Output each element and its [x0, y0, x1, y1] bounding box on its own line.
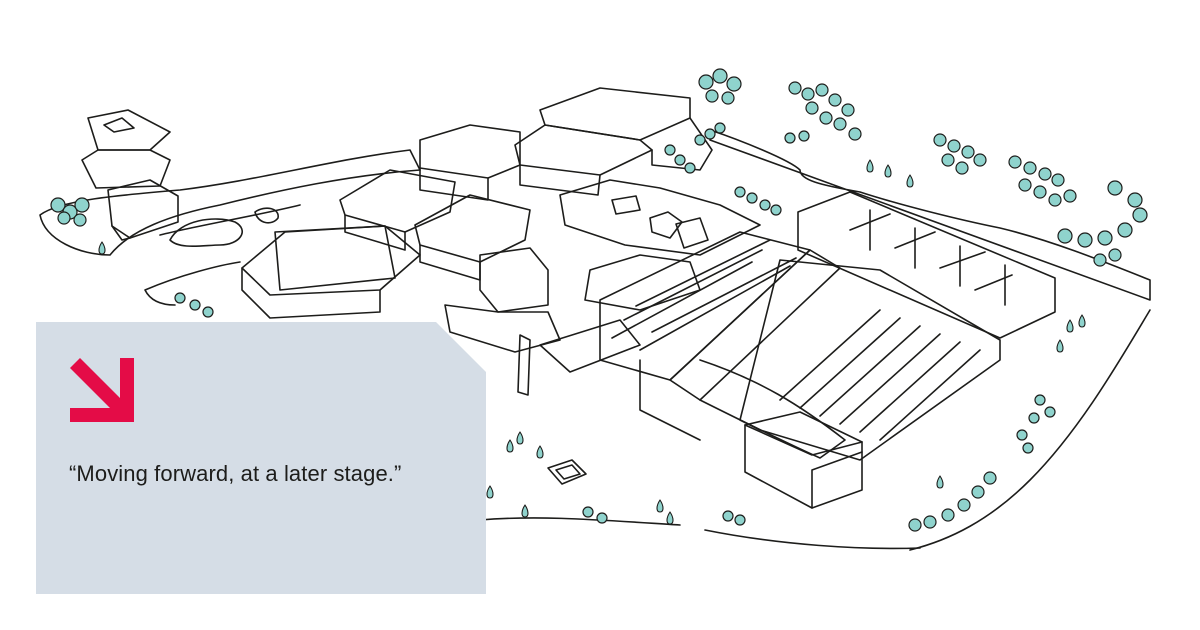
building-row-east: [797, 191, 1056, 339]
building-cluster-north: [241, 87, 761, 396]
quote-card: “Moving forward, at a later stage.”: [36, 322, 486, 594]
quote-card-background: [36, 322, 486, 594]
stacked-tower: [81, 109, 179, 241]
small-trees: [98, 159, 1086, 525]
sawtooth-hall-center: [599, 231, 1001, 509]
trees: [50, 68, 1148, 532]
quote-text: “Moving forward, at a later stage.”: [69, 461, 402, 486]
arrow-down-right-icon: [70, 358, 134, 422]
